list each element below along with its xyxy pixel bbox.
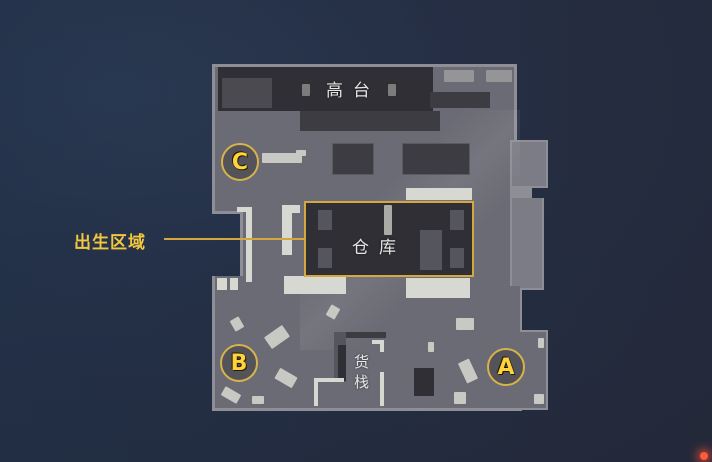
wall-segment	[380, 372, 384, 406]
site-marker-a-label: A	[497, 354, 515, 380]
wall-segment	[237, 207, 251, 212]
barrier	[406, 278, 470, 298]
site-marker-b[interactable]: B	[220, 344, 258, 382]
high-platform-inner	[222, 78, 272, 108]
dark-block	[414, 368, 434, 396]
pillar	[388, 84, 396, 96]
site-marker-a[interactable]: A	[487, 348, 525, 386]
east-annex-joint	[510, 186, 532, 198]
ledge-crate	[486, 70, 512, 82]
site-marker-c[interactable]: C	[221, 143, 259, 181]
crate	[217, 278, 227, 290]
warehouse-wall	[384, 205, 392, 235]
wall-segment	[246, 207, 252, 282]
wall-segment	[406, 188, 472, 200]
crate	[296, 150, 306, 156]
east-annex-top-floor	[512, 142, 546, 186]
high-platform-ledge	[430, 92, 490, 108]
warehouse-shelf	[420, 230, 442, 270]
wall-segment	[314, 378, 318, 406]
spawn-area-label: 出生区域	[74, 233, 146, 253]
site-marker-b-label: B	[230, 350, 248, 376]
wall-segment	[372, 340, 384, 344]
wall-segment	[314, 378, 344, 382]
cargo-wall	[334, 332, 386, 338]
barrier	[284, 276, 346, 294]
cargo-wall	[338, 345, 346, 381]
site-marker-c-label: C	[231, 149, 249, 175]
crate	[262, 153, 302, 163]
red-light-icon	[700, 452, 708, 460]
area-label-cargo-stack: 货栈	[354, 353, 370, 391]
crate	[454, 392, 466, 404]
crate	[252, 396, 264, 404]
crate	[230, 278, 238, 290]
area-label-warehouse: 仓库	[352, 238, 406, 258]
warehouse-highlight-box	[304, 201, 474, 277]
crate	[534, 394, 544, 404]
wall-segment	[282, 205, 292, 255]
east-annex-mid-floor	[512, 198, 542, 288]
pillar	[302, 84, 310, 96]
wall-segment	[380, 340, 384, 352]
high-platform-step	[300, 111, 440, 131]
warehouse-shelf	[318, 248, 332, 268]
container	[332, 143, 374, 175]
warehouse-shelf	[318, 210, 332, 230]
ledge-crate	[444, 70, 474, 82]
spawn-callout-line	[164, 238, 304, 240]
crate	[456, 318, 474, 330]
container	[402, 143, 470, 175]
east-connector-floor	[500, 286, 520, 334]
warehouse-shelf	[450, 248, 464, 268]
crate	[538, 338, 544, 348]
area-label-high-platform: 高台	[326, 81, 380, 101]
warehouse-shelf	[450, 210, 464, 230]
floor-south	[215, 276, 519, 408]
crate	[428, 342, 434, 352]
